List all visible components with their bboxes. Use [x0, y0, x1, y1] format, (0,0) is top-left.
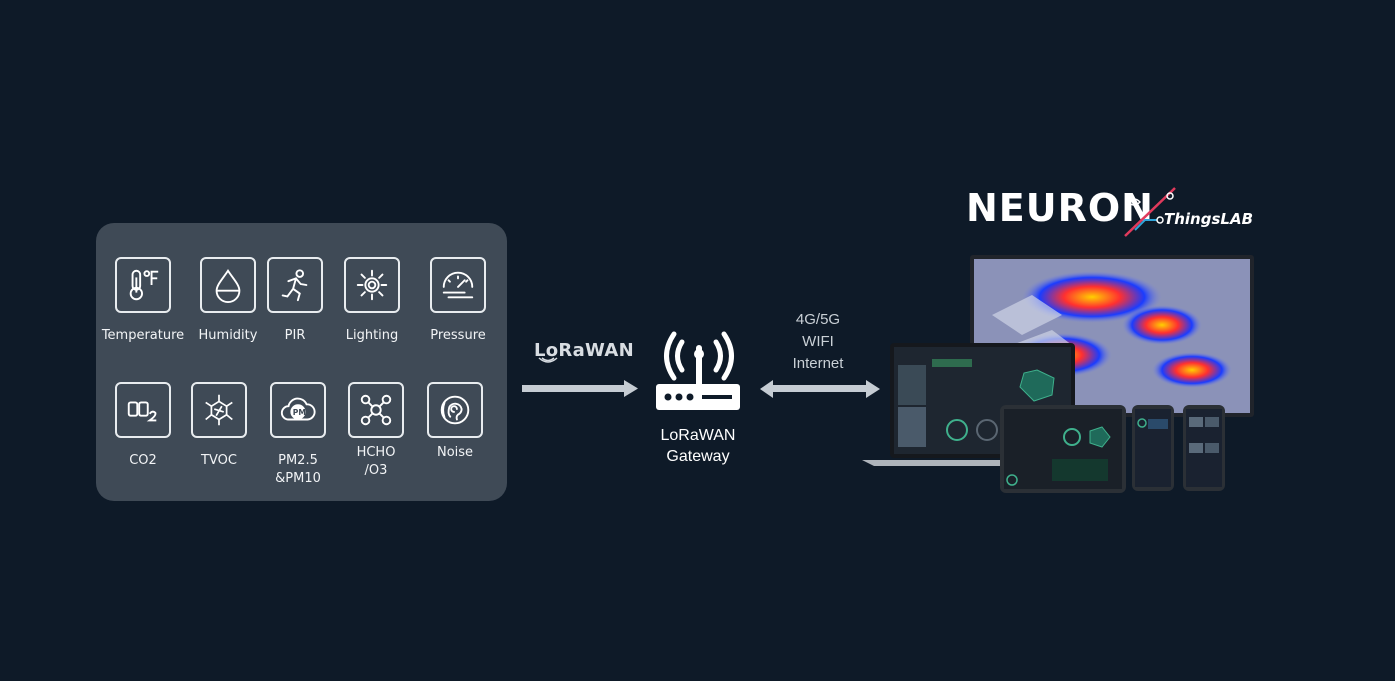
gauge-icon	[430, 257, 486, 313]
sensor-label: PIR	[284, 328, 306, 343]
sensor-lighting: Lighting	[330, 257, 414, 345]
sensor-label: TVOC	[201, 453, 237, 468]
sensor-label: HCHO /O3	[356, 445, 396, 478]
sensor-panel: Temperature Humidity PIR Lighting	[96, 223, 507, 501]
sensor-label: Noise	[436, 445, 474, 460]
neuron-logo: NEURON	[966, 186, 1154, 230]
sensor-pressure: Pressure	[416, 257, 500, 345]
sensor-co2: CO2	[101, 382, 185, 470]
dashboard-devices-image	[862, 255, 1254, 493]
sensor-hcho-o3: HCHO /O3	[334, 382, 418, 480]
sensor-label: Pressure	[430, 328, 486, 343]
co2-icon	[115, 382, 171, 438]
ear-sound-icon	[427, 382, 483, 438]
uplink-arrow	[522, 380, 638, 397]
gateway-label: LoRaWAN Gateway	[660, 427, 736, 465]
pm-cloud-icon: PM	[270, 382, 326, 438]
sensor-pir: PIR	[253, 257, 337, 345]
network-line: Internet	[792, 355, 844, 372]
running-person-icon	[267, 257, 323, 313]
sensor-label: Lighting	[345, 328, 399, 343]
thermometer-icon	[115, 257, 171, 313]
sun-icon	[344, 257, 400, 313]
sensor-temperature: Temperature	[101, 257, 185, 345]
router-icon	[656, 331, 740, 410]
lorawan-logo: LoRaWAN	[534, 340, 634, 361]
svg-text:PM: PM	[293, 408, 306, 417]
bidirectional-arrow	[760, 380, 880, 398]
sensor-pm: PM PM2.5 &PM10	[256, 382, 340, 488]
lorawan-signal-icon	[538, 357, 558, 363]
chemical-structure-icon	[348, 382, 404, 438]
sensor-label: Humidity	[198, 328, 258, 343]
sensor-label: Temperature	[101, 328, 185, 343]
water-drop-icon	[200, 257, 256, 313]
network-line: WIFI	[802, 333, 834, 350]
sensor-noise: Noise	[413, 382, 497, 462]
sensor-tvoc: TVOC	[177, 382, 261, 470]
thingslab-logo: ThingsLAB	[1164, 210, 1253, 228]
sensor-label: PM2.5 &PM10	[275, 453, 321, 486]
circuit-mark-icon	[1124, 187, 1176, 237]
molecule-icon	[191, 382, 247, 438]
network-line: 4G/5G	[795, 311, 841, 328]
network-label: 4G/5G WIFI Internet	[768, 309, 868, 375]
sensor-label: CO2	[129, 453, 157, 468]
sensor-humidity: Humidity	[186, 257, 270, 345]
